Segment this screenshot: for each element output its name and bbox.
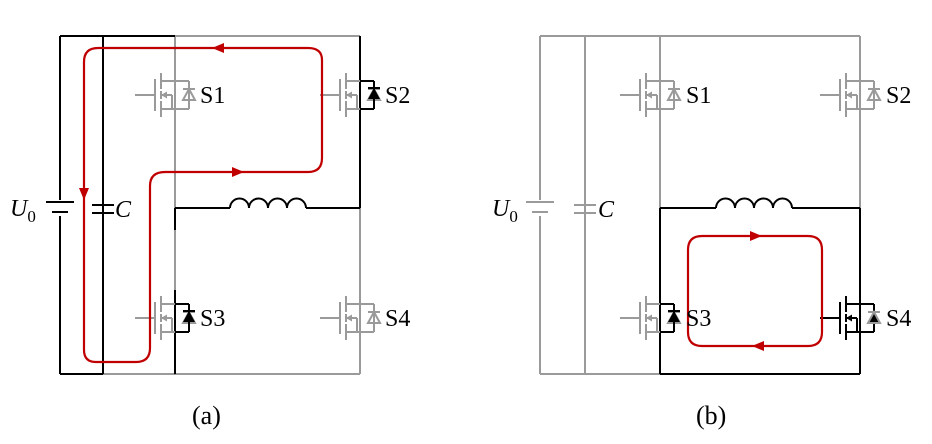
panel-a-capacitor-label: C	[115, 197, 132, 223]
panel-a-s4-label: S4	[385, 306, 410, 332]
panel-b-switch-s3	[619, 295, 681, 341]
panel-b-switch-s4	[819, 295, 882, 341]
panel-a-s1-label: S1	[200, 83, 225, 109]
panel-b-switch-s2	[819, 72, 881, 118]
panel-a-inactive-wires	[103, 35, 361, 375]
panel-b-s4-label: S4	[886, 306, 911, 332]
panel-b-capacitor-label: C	[598, 197, 615, 223]
panel-a-arrow-left	[79, 188, 89, 200]
panel-a-current-path	[82, 46, 324, 364]
panel-b-s1-label: S1	[686, 83, 711, 109]
panel-a-switch-s2	[319, 72, 381, 118]
panel-b-active-wires	[659, 207, 861, 375]
panel-b-inductor	[715, 197, 793, 209]
panel-b-s2-label: S2	[886, 83, 911, 109]
panel-b-switch-s1	[619, 72, 681, 118]
panel-a-source-label: U0	[10, 196, 36, 226]
panel-b-arrow-top	[750, 231, 762, 241]
panel-a-inductor	[229, 197, 307, 209]
panel-a-voltage-source	[46, 201, 74, 213]
panel-b-capacitor	[574, 204, 596, 214]
panel-a-active-wires	[59, 35, 361, 375]
panel-a-capacitor	[92, 204, 114, 214]
panel-a-s3-label: S3	[200, 306, 225, 332]
panel-b-voltage-source	[526, 201, 554, 213]
panel-b: U0 C S1 S2 S3 S4 (b)	[492, 35, 911, 430]
panel-b-arrow-bottom	[752, 341, 764, 351]
panel-b-source-label: U0	[492, 196, 518, 226]
panel-a-caption: (a)	[192, 401, 221, 430]
panel-a-switch-s4	[319, 295, 381, 341]
panel-b-caption: (b)	[696, 401, 726, 430]
panel-a-arrow-mid	[232, 167, 244, 177]
panel-b-s3-label: S3	[686, 306, 711, 332]
panel-a-arrow-top	[212, 43, 224, 53]
panel-a-switch-s3	[134, 295, 196, 341]
panel-a-s2-label: S2	[385, 83, 410, 109]
panel-b-current-path	[686, 234, 824, 348]
panel-a-switch-s1	[134, 72, 196, 118]
panel-a: U0 C S1 S2 S3 S4 (a)	[10, 35, 410, 430]
